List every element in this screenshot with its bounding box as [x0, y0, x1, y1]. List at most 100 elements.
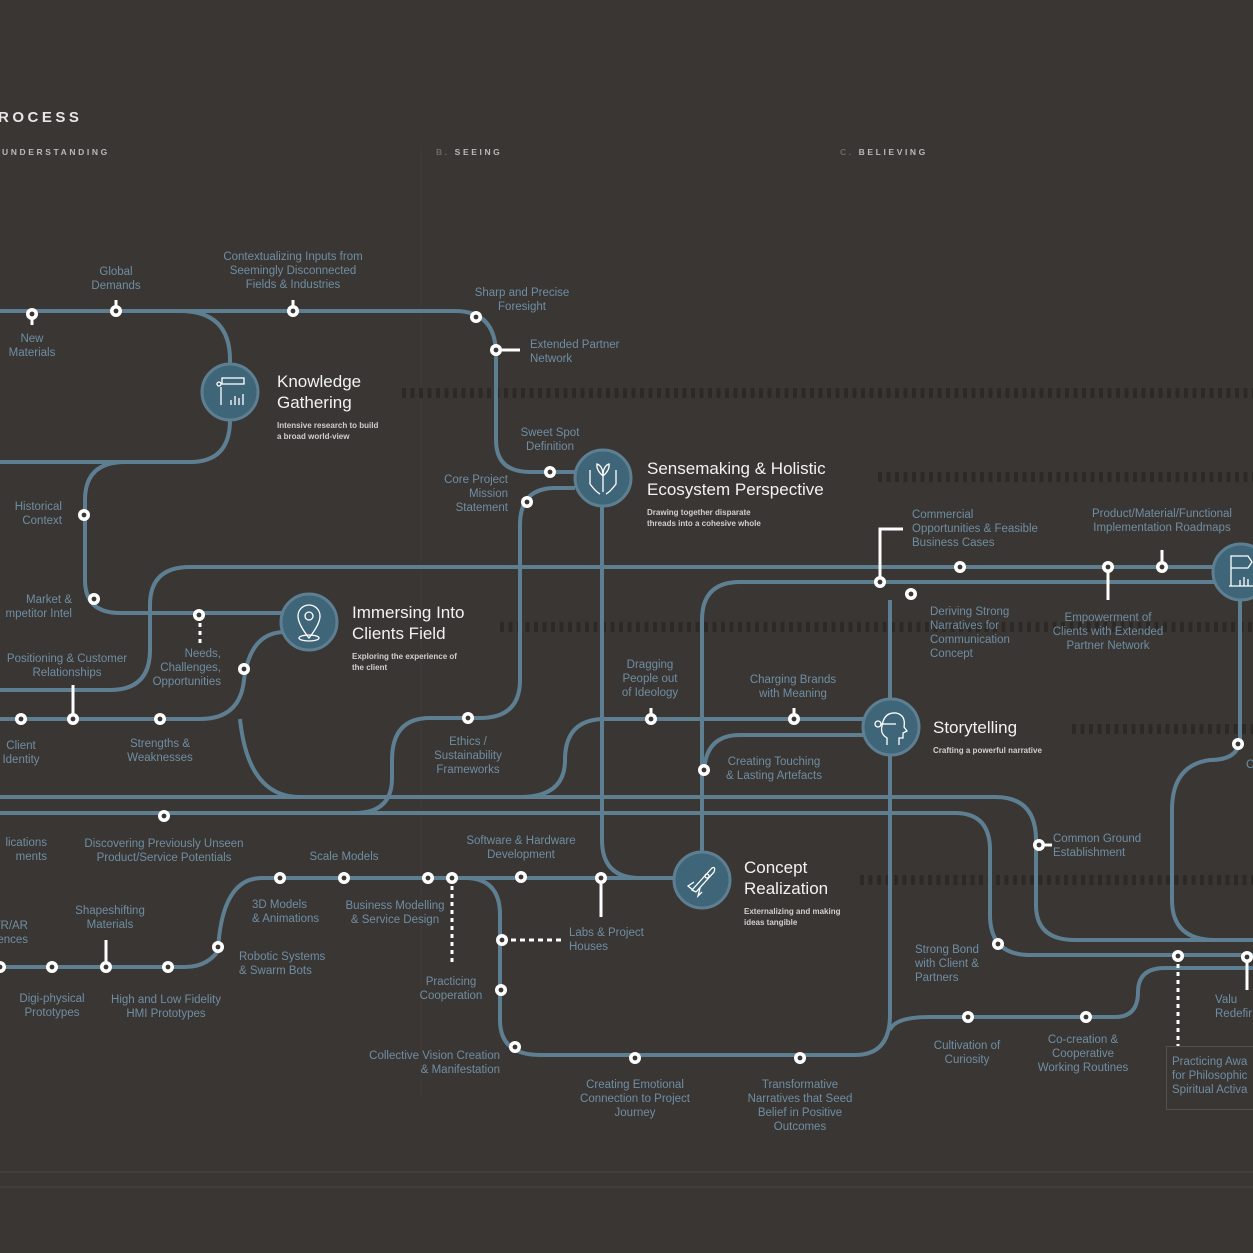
station-marker[interactable] — [905, 588, 917, 600]
station-marker[interactable] — [544, 466, 556, 478]
station-marker[interactable] — [496, 934, 508, 946]
station-marker[interactable] — [1080, 1011, 1092, 1023]
station-marker[interactable] — [954, 561, 966, 573]
station-marker[interactable] — [794, 1052, 806, 1064]
flag-chart-icon — [1229, 555, 1253, 587]
station-label: Labs & Project Houses — [569, 927, 644, 953]
station-label: Needs, Challenges, Opportunities — [152, 648, 221, 688]
hub-subtitle-storytelling: Crafting a powerful narrative — [933, 746, 1042, 755]
route-strong-bond — [0, 811, 1253, 957]
head-key-icon — [874, 712, 908, 745]
station-label: Charging Brands with Meaning — [749, 674, 837, 700]
station-label: Commercial Opportunities & Feasible Busi… — [912, 509, 1038, 549]
station-marker[interactable] — [1102, 561, 1114, 573]
station-marker[interactable] — [88, 593, 100, 605]
station-label: Market & mpetitor Intel — [5, 594, 72, 620]
station-marker[interactable] — [629, 1052, 641, 1064]
station-marker[interactable] — [100, 961, 112, 973]
route-curiosity — [888, 966, 1253, 1031]
station-marker[interactable] — [15, 713, 27, 725]
station-label: Global Demands — [91, 266, 141, 292]
station-marker[interactable] — [1156, 561, 1168, 573]
station-marker[interactable] — [46, 961, 58, 973]
station-marker[interactable] — [238, 663, 250, 675]
station-label: Creating Touching & Lasting Artefacts — [726, 756, 822, 782]
hub-immersing[interactable] — [279, 592, 339, 652]
hub-roadmap[interactable] — [1211, 542, 1253, 602]
station-marker[interactable] — [645, 713, 657, 725]
station-marker[interactable] — [154, 713, 166, 725]
location-pin-icon — [297, 604, 321, 642]
station-marker[interactable] — [788, 713, 800, 725]
stations — [0, 305, 1253, 1064]
station-label: Scale Models — [309, 851, 379, 863]
station-marker[interactable] — [338, 872, 350, 884]
hub-title-concept: Concept Realization — [744, 858, 829, 898]
station-label: Common Ground Establishment — [1053, 833, 1142, 859]
station-marker[interactable] — [462, 712, 474, 724]
station-marker[interactable] — [509, 1041, 521, 1053]
station-label: Product/Material/Functional Implementati… — [1092, 508, 1232, 534]
station-marker[interactable] — [110, 305, 122, 317]
station-marker[interactable] — [490, 344, 502, 356]
route-commercial — [0, 565, 1215, 692]
station-marker[interactable] — [470, 311, 482, 323]
hub-subtitle-immersing: Exploring the experience of the client — [352, 652, 457, 672]
station-marker[interactable] — [521, 496, 533, 508]
station-marker[interactable] — [1172, 950, 1184, 962]
hub-subtitle-knowledge: Intensive research to build a broad worl… — [277, 421, 379, 441]
section-prefix: C. — [840, 147, 854, 157]
station-marker[interactable] — [992, 938, 1004, 950]
station-marker[interactable] — [515, 871, 527, 883]
station-label: Strengths & Weaknesses — [127, 738, 193, 764]
station-label: Practicing Cooperation — [419, 976, 483, 1002]
station-marker[interactable] — [446, 872, 458, 884]
station-marker[interactable] — [422, 872, 434, 884]
station-marker[interactable] — [1232, 738, 1244, 750]
station-label: Digi-physical Prototypes — [19, 993, 85, 1019]
hub-title-sensemaking: Sensemaking & Holistic Ecosystem Perspec… — [647, 459, 826, 499]
hub-knowledge[interactable] — [200, 362, 260, 422]
hub-concept[interactable] — [672, 850, 732, 910]
station-marker[interactable] — [287, 305, 299, 317]
station-marker[interactable] — [78, 509, 90, 521]
route-deriving — [700, 580, 1215, 860]
hub-storytelling[interactable] — [861, 697, 921, 757]
hub-title-storytelling: Storytelling — [933, 718, 1018, 737]
station-marker[interactable] — [698, 764, 710, 776]
route-right — [1170, 590, 1253, 942]
hub-subtitle-concept: Externalizing and making ideas tangible — [744, 907, 841, 927]
station-marker[interactable] — [274, 872, 286, 884]
station-label: Discovering Previously Unseen Product/Se… — [84, 838, 244, 864]
station-marker[interactable] — [67, 713, 79, 725]
section-seeing: B. SEEING — [436, 147, 502, 157]
station-label: C — [1246, 759, 1253, 771]
section-name: UNDERSTANDING — [2, 147, 110, 157]
station-marker[interactable] — [26, 308, 38, 320]
station-marker[interactable] — [1241, 951, 1253, 963]
hub-sensemaking[interactable] — [573, 448, 633, 508]
station-label: Software & Hardware Development — [466, 835, 576, 861]
station-marker[interactable] — [874, 576, 886, 588]
station-marker[interactable] — [162, 961, 174, 973]
station-marker[interactable] — [193, 609, 205, 621]
station-marker[interactable] — [212, 941, 224, 953]
station-marker[interactable] — [495, 984, 507, 996]
route-concept — [216, 876, 680, 951]
hub-subtitle-sensemaking: Drawing together disparate threads into … — [647, 508, 761, 528]
page-title: ROCESS — [0, 109, 83, 126]
station-marker[interactable] — [0, 961, 6, 973]
station-marker[interactable] — [1033, 839, 1045, 851]
station-label: Valu Redefir — [1215, 994, 1253, 1020]
phase-dash-rows — [402, 388, 1253, 885]
station-marker[interactable] — [962, 1011, 974, 1023]
station-marker[interactable] — [595, 872, 607, 884]
station-label: 3D Models & Animations — [252, 899, 320, 925]
station-marker[interactable] — [158, 810, 170, 822]
station-label: Historical Context — [14, 501, 62, 527]
route-immersing — [0, 630, 286, 721]
station-label: Positioning & Customer Relationships — [6, 653, 128, 679]
station-label: lications ments — [5, 837, 47, 863]
station-label: Strong Bond with Client & Partners — [915, 944, 979, 984]
station-label: Contextualizing Inputs from Seemingly Di… — [223, 251, 363, 291]
